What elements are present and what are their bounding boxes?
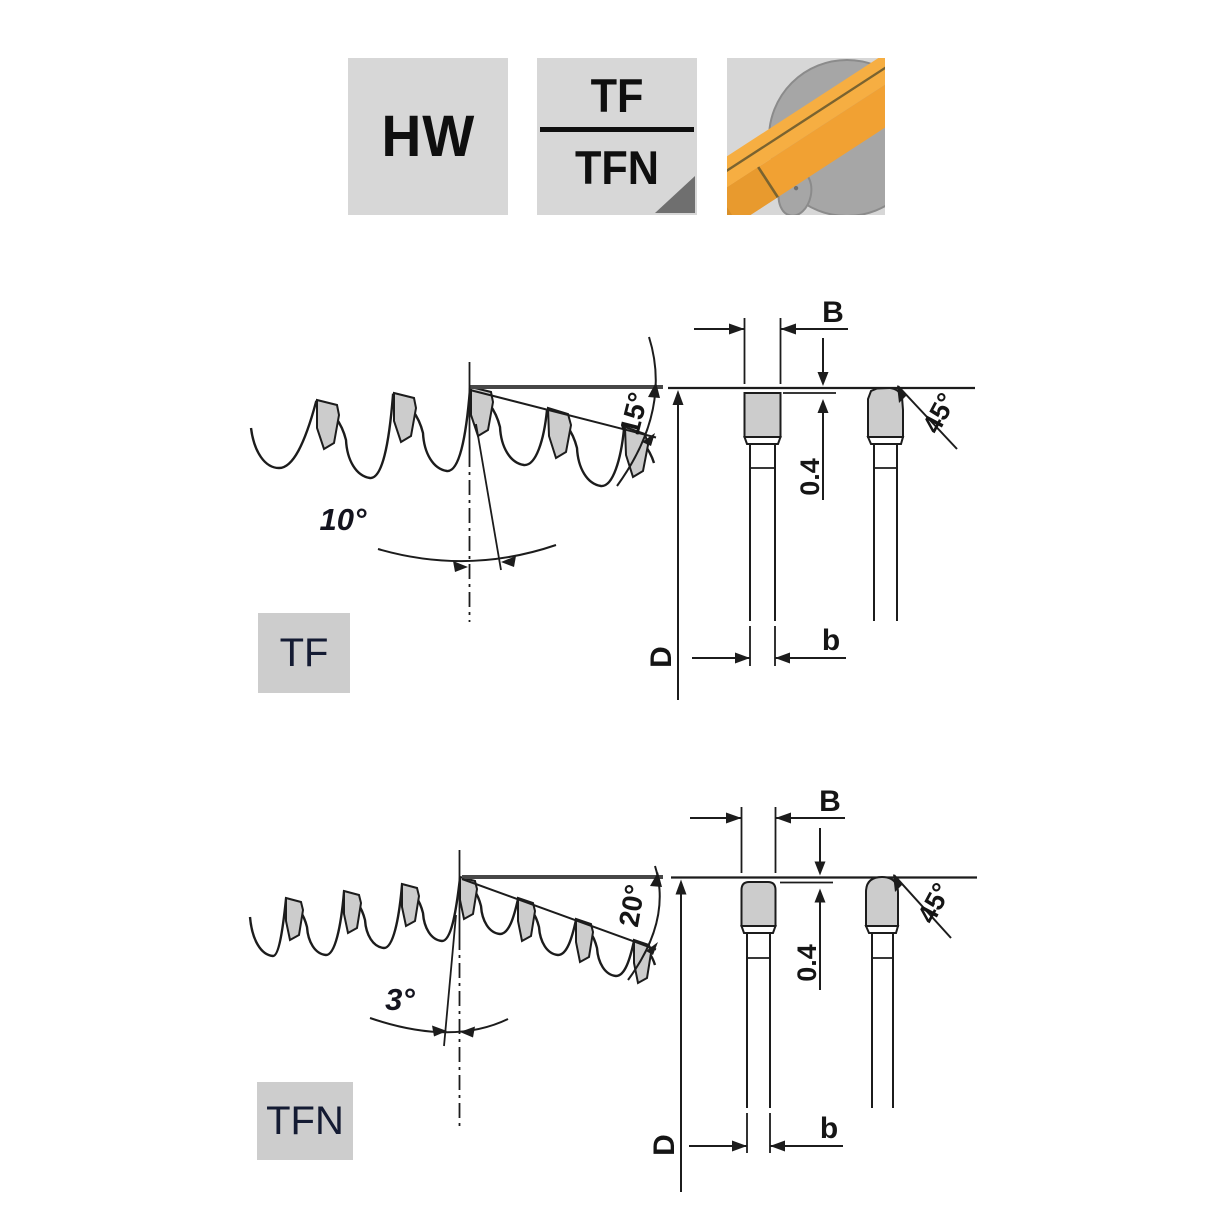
carbide-tip [470,385,495,438]
tf-teeth-outline [249,387,656,488]
tfn-profile-arrowheads [432,872,662,1038]
tfn-side-tip [865,875,899,927]
tfn-dimension-arrowheads [675,812,903,1152]
tfn-dim-chamfer-label: 45° [912,878,958,928]
tf-dim-chamfer-label: 45° [917,388,963,438]
tfn-side-braze-band [864,925,900,934]
tf-bevel-arc [616,336,657,487]
tfn-dim-D-label: D [648,1134,681,1156]
tf-dim-D-label: D [645,646,678,668]
application-icon-box [727,58,885,215]
tf-front-braze-band [743,436,782,445]
material-icon-box: HW [348,58,508,215]
tfn-front-braze-band [740,925,777,934]
tfn-bevel-angle-label: 20° [613,882,651,929]
tf-chamfer-line [897,385,958,450]
tooth-form-numerator: TF [590,69,644,122]
tooth-form-icon-box: TF TFN [537,58,697,215]
carbide-tip [285,896,305,942]
tf-hook-arc [377,544,557,562]
tfn-hook-face-line [443,914,457,1047]
tfn-chamfer-line [893,874,952,939]
tf-bevel-line [469,389,657,439]
tfn-hook-angle-label: 3° [385,982,415,1017]
tf-profile-arrowheads [453,382,660,572]
section-label-tfn: TFN [257,1082,353,1160]
tfn-dim-b-label: b [820,1112,838,1145]
fraction-bar [540,127,694,132]
tf-dim-b-label: b [822,624,840,657]
tf-dim-B-label: B [822,296,844,329]
rip-cut-pictogram-icon [727,58,885,215]
carbide-tip [316,398,341,451]
tf-hook-angle-label: 10° [320,502,367,537]
tf-profile-view: 15° 10° [249,336,663,622]
carbide-tip [343,889,363,935]
workpiece-beam [727,58,885,215]
tf-bevel-angle-label: 15° [614,389,654,438]
tf-dim-protrusion-label: 0.4 [795,458,825,496]
tf-dimension-view: B 0.4 45° D b [645,296,975,700]
tfn-carbide-tips [285,875,653,985]
tfn-dim-protrusion-label: 0.4 [792,944,822,982]
folded-corner-icon [655,176,695,213]
tfn-dim-B-label: B [819,785,841,818]
tf-dimension-arrowheads [672,323,907,664]
tf-front-tip [743,392,782,438]
kerf-front-line [757,166,779,198]
tf-side-braze-band [866,436,905,445]
carbide-tip [575,917,595,964]
carbide-tip [517,896,537,943]
section-label-tf: TF [258,613,350,693]
tooth-form-denominator: TFN [574,141,660,194]
tfn-hook-arc [369,1017,509,1034]
material-label: HW [381,104,475,169]
tfn-front-tip [740,881,777,927]
tf-carbide-tips [316,385,650,479]
carbide-tip [401,882,421,928]
tfn-dimension-view: B 0.4 45° D b [648,785,977,1192]
tfn-profile-view: 20° 3° [248,850,663,1130]
tf-side-tip [867,386,904,438]
kerf-line [727,58,885,191]
tf-hook-face-line [475,423,502,571]
carbide-tip [393,391,418,444]
tfn-bevel-line [461,878,657,951]
